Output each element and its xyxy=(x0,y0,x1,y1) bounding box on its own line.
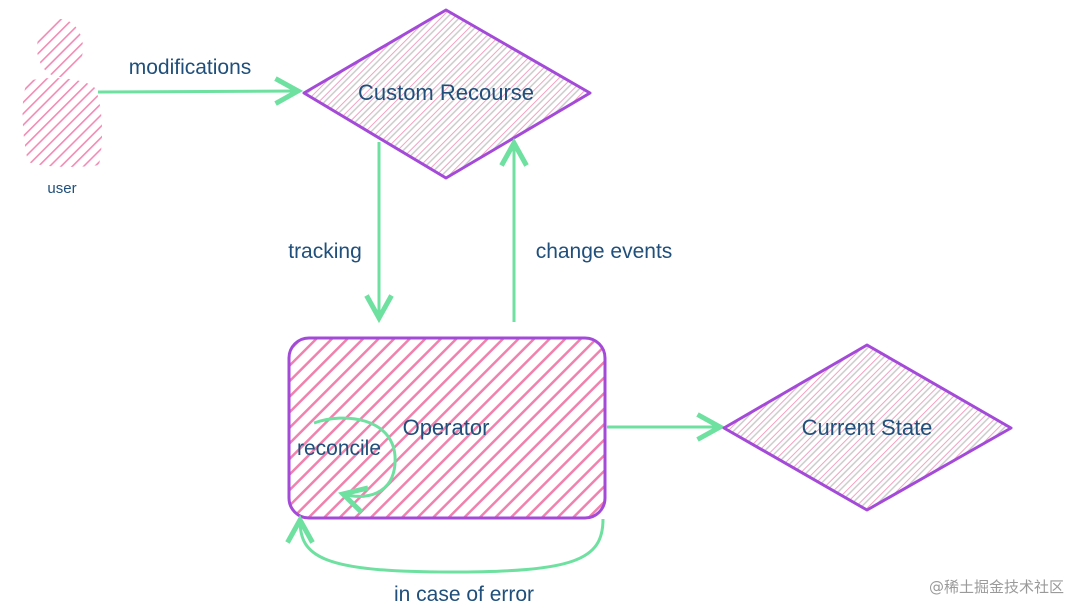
operator-box xyxy=(287,336,607,520)
current-state-diamond xyxy=(722,343,1013,512)
user-label: user xyxy=(47,180,76,197)
reconcile-label: reconcile xyxy=(297,437,381,460)
current-state-node: Current State xyxy=(722,343,1013,512)
user-node: user xyxy=(22,19,103,197)
modifications-label: modifications xyxy=(129,56,252,79)
change-events-edge: change events xyxy=(514,143,672,322)
operator-label: Operator xyxy=(403,415,490,440)
custom-resource-node: Custom Recourse xyxy=(302,8,592,180)
change-events-label: change events xyxy=(536,240,673,263)
custom-resource-diamond xyxy=(302,8,592,180)
tracking-edge: tracking xyxy=(288,142,379,318)
error-retry-arrow xyxy=(300,519,605,574)
current-state-label: Current State xyxy=(802,415,933,440)
modifications-arrow xyxy=(97,91,298,92)
user-icon xyxy=(22,19,103,167)
error-retry-edge: in case of error xyxy=(300,519,605,606)
reconcile-loop-arrow xyxy=(313,416,397,496)
reconcile-edge: reconcile xyxy=(297,416,397,496)
operator-node: Operator xyxy=(287,336,607,520)
error-retry-label: in case of error xyxy=(394,583,534,606)
custom-resource-label: Custom Recourse xyxy=(358,80,534,105)
watermark-text: @稀土掘金技术社区 xyxy=(929,578,1064,596)
modifications-edge: modifications xyxy=(97,56,298,92)
tracking-label: tracking xyxy=(288,240,362,263)
